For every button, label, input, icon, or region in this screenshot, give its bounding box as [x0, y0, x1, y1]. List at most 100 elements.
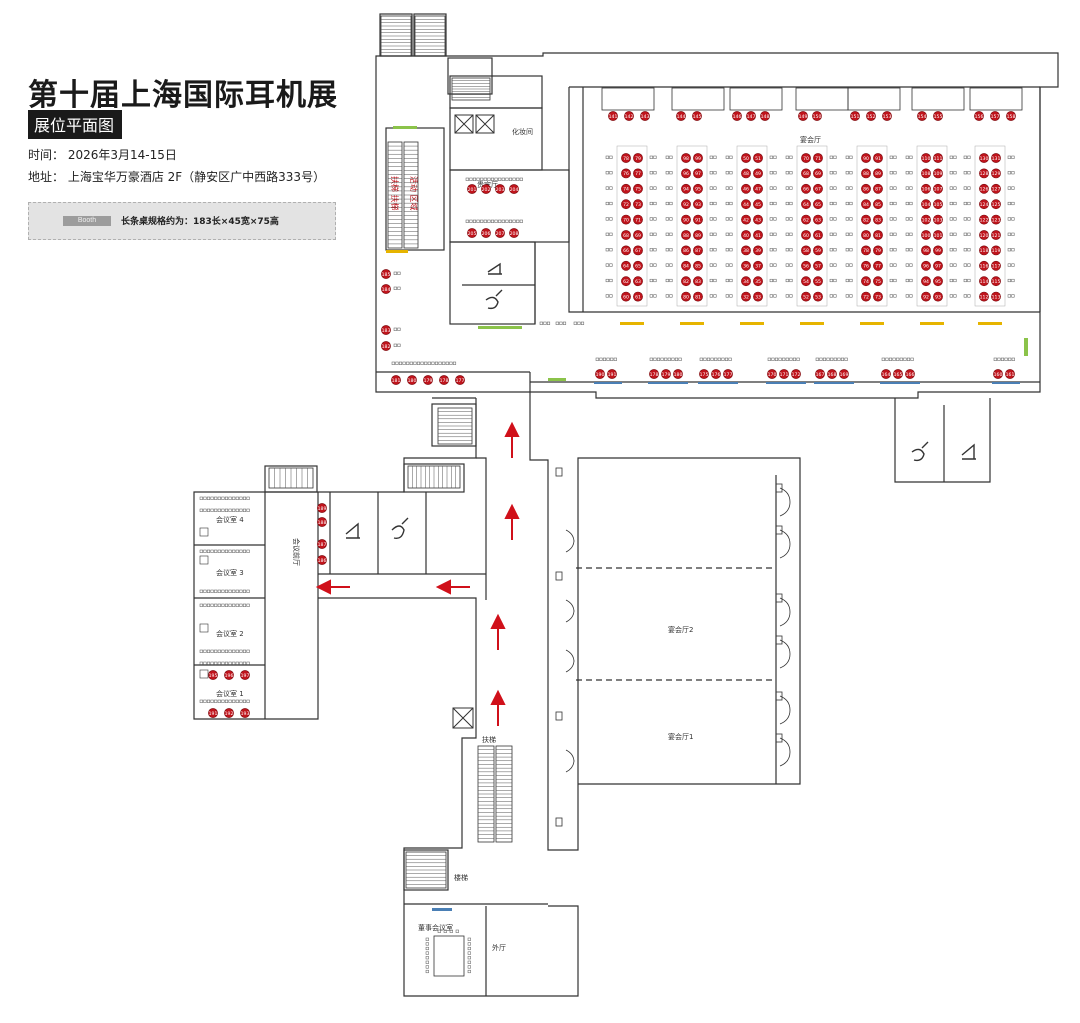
booth-marker[interactable]: 60	[801, 230, 811, 240]
booth-marker[interactable]: 185	[381, 269, 391, 279]
booth-marker[interactable]: 205	[467, 228, 477, 238]
booth-marker[interactable]: 95	[693, 183, 703, 194]
booth-marker[interactable]: 66	[621, 245, 631, 256]
booth-marker[interactable]: 78	[621, 153, 631, 163]
booth-marker[interactable]: 110	[921, 153, 931, 163]
booth-marker[interactable]: 192	[224, 708, 234, 718]
booth-marker[interactable]: 187	[317, 539, 327, 549]
booth-marker[interactable]: 120	[979, 230, 989, 240]
booth-marker[interactable]: 193	[240, 708, 250, 718]
booth-marker[interactable]: 89	[873, 168, 883, 179]
booth-marker[interactable]: 79	[633, 153, 643, 163]
booth-marker[interactable]: 35	[753, 276, 763, 287]
booth-marker[interactable]: 182	[381, 341, 391, 351]
booth-marker[interactable]: 69	[813, 168, 823, 179]
booth-marker[interactable]: 84	[861, 199, 871, 210]
booth-marker[interactable]: 105	[933, 199, 943, 210]
booth-marker[interactable]: 178	[649, 369, 659, 379]
booth-marker[interactable]: 72	[621, 199, 631, 210]
booth-marker[interactable]: 62	[621, 276, 631, 287]
booth-marker[interactable]: 171	[779, 369, 789, 379]
booth-marker[interactable]: 74	[621, 183, 631, 194]
booth-marker[interactable]: 92	[681, 199, 691, 210]
booth-marker[interactable]: 115	[991, 276, 1001, 287]
booth-marker[interactable]: 41	[753, 230, 763, 240]
booth-marker[interactable]: 61	[813, 230, 823, 240]
booth-marker[interactable]: 96	[681, 168, 691, 179]
booth-marker[interactable]: 190	[595, 369, 605, 379]
booth-marker[interactable]: 98	[681, 153, 691, 163]
booth-marker[interactable]: 55	[813, 276, 823, 287]
booth-marker[interactable]: 79	[873, 245, 883, 256]
booth-marker[interactable]: 40	[741, 230, 751, 240]
booth-marker[interactable]: 186	[317, 555, 327, 565]
booth-marker[interactable]: 85	[873, 199, 883, 210]
booth-marker[interactable]: 146	[732, 111, 742, 121]
booth-marker[interactable]: 65	[633, 260, 643, 271]
booth-marker[interactable]: 80	[681, 291, 691, 302]
booth-marker[interactable]: 32	[741, 291, 751, 302]
booth-marker[interactable]: 150	[812, 111, 822, 121]
booth-marker[interactable]: 52	[801, 291, 811, 302]
booth-marker[interactable]: 122	[979, 214, 989, 225]
booth-marker[interactable]: 48	[741, 168, 751, 179]
booth-marker[interactable]: 91	[693, 214, 703, 225]
booth-marker[interactable]: 169	[839, 369, 849, 379]
booth-marker[interactable]: 147	[746, 111, 756, 121]
booth-marker[interactable]: 128	[979, 168, 989, 179]
booth-marker[interactable]: 94	[921, 276, 931, 287]
booth-marker[interactable]: 131	[991, 153, 1001, 163]
booth-marker[interactable]: 195	[208, 670, 218, 680]
booth-marker[interactable]: 47	[753, 183, 763, 194]
booth-marker[interactable]: 166	[905, 369, 915, 379]
booth-marker[interactable]: 37	[753, 260, 763, 271]
booth-marker[interactable]: 71	[813, 153, 823, 163]
booth-marker[interactable]: 127	[991, 183, 1001, 194]
booth-marker[interactable]: 93	[693, 199, 703, 210]
booth-marker[interactable]: 206	[481, 228, 491, 238]
booth-marker[interactable]: 93	[933, 291, 943, 302]
booth-marker[interactable]: 180	[407, 375, 417, 385]
booth-marker[interactable]: 161	[1005, 369, 1015, 379]
booth-marker[interactable]: 196	[224, 670, 234, 680]
booth-marker[interactable]: 83	[873, 214, 883, 225]
booth-marker[interactable]: 59	[813, 245, 823, 256]
booth-marker[interactable]: 39	[753, 245, 763, 256]
booth-marker[interactable]: 90	[681, 214, 691, 225]
booth-marker[interactable]: 207	[495, 228, 505, 238]
booth-marker[interactable]: 149	[798, 111, 808, 121]
booth-marker[interactable]: 117	[991, 260, 1001, 271]
booth-marker[interactable]: 160	[993, 369, 1003, 379]
booth-marker[interactable]: 46	[741, 183, 751, 194]
booth-marker[interactable]: 99	[933, 245, 943, 256]
booth-marker[interactable]: 191	[208, 708, 218, 718]
booth-marker[interactable]: 155	[933, 111, 943, 121]
booth-marker[interactable]: 50	[741, 153, 751, 163]
booth-marker[interactable]: 63	[633, 276, 643, 287]
booth-marker[interactable]: 124	[979, 199, 989, 210]
booth-marker[interactable]: 119	[991, 245, 1001, 256]
booth-marker[interactable]: 94	[681, 183, 691, 194]
booth-marker[interactable]: 67	[633, 245, 643, 256]
booth-marker[interactable]: 208	[509, 228, 519, 238]
booth-marker[interactable]: 77	[633, 168, 643, 179]
booth-marker[interactable]: 36	[741, 260, 751, 271]
booth-marker[interactable]: 141	[608, 111, 618, 121]
booth-marker[interactable]: 113	[991, 291, 1001, 302]
booth-marker[interactable]: 81	[693, 291, 703, 302]
booth-marker[interactable]: 114	[979, 276, 989, 287]
booth-marker[interactable]: 151	[850, 111, 860, 121]
booth-marker[interactable]: 65	[813, 199, 823, 210]
booth-marker[interactable]: 64	[621, 260, 631, 271]
booth-marker[interactable]: 107	[933, 183, 943, 194]
booth-marker[interactable]: 86	[681, 245, 691, 256]
booth-marker[interactable]: 87	[873, 183, 883, 194]
booth-marker[interactable]: 66	[801, 183, 811, 194]
booth-marker[interactable]: 101	[933, 230, 943, 240]
booth-marker[interactable]: 168	[827, 369, 837, 379]
booth-marker[interactable]: 152	[866, 111, 876, 121]
booth-marker[interactable]: 126	[979, 183, 989, 194]
booth-marker[interactable]: 111	[933, 153, 943, 163]
booth-marker[interactable]: 100	[921, 230, 931, 240]
booth-marker[interactable]: 76	[861, 260, 871, 271]
